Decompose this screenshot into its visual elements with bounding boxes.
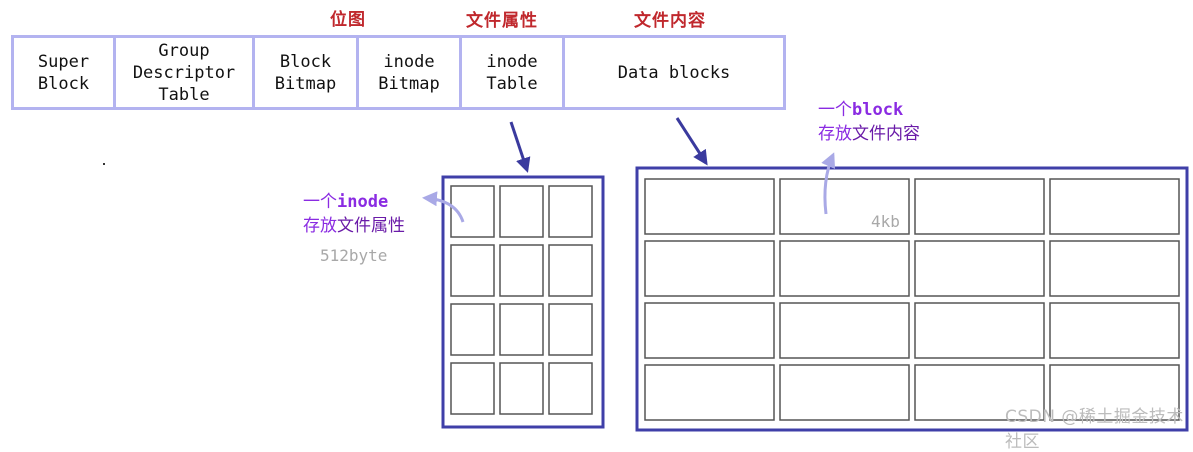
inode-cell (548, 362, 593, 415)
block-cells (644, 178, 1180, 421)
inode-cell (450, 244, 495, 297)
inode-cell (499, 303, 544, 356)
section-super-block: Super Block (14, 38, 116, 107)
block-cell (779, 240, 910, 297)
inode-note: 一个inode 存放文件属性 (303, 190, 405, 238)
block-cell (1049, 178, 1180, 235)
inode-cell (450, 303, 495, 356)
section-group-descriptor-table: Group Descriptor Table (116, 38, 255, 107)
block-cell (914, 178, 1045, 235)
block-cell (779, 302, 910, 359)
inode-cell (450, 362, 495, 415)
inode-cell (499, 362, 544, 415)
block-note-line2b: 文件内容 (852, 124, 920, 144)
curved-arrow-icon (821, 152, 836, 215)
inode-cell (499, 185, 544, 238)
block-note-keyword: block (852, 100, 904, 120)
block-cell (644, 240, 775, 297)
block-cell (779, 178, 910, 235)
block-cell (1049, 302, 1180, 359)
label-file-content: 文件内容 (634, 11, 706, 31)
block-note: 一个block 存放文件内容 (818, 98, 920, 146)
curved-arrow-icon (422, 191, 465, 223)
inode-note-keyword: inode (337, 192, 389, 212)
inode-size-note: 512byte (320, 246, 388, 265)
block-cell (1049, 364, 1180, 421)
inode-note-line2b: 文件属性 (337, 216, 405, 236)
section-block-bitmap: Block Bitmap (255, 38, 359, 107)
block-size-note: 4kb (871, 212, 900, 231)
inode-cell (499, 244, 544, 297)
section-inode-table: inode Table (462, 38, 565, 107)
inode-cell (548, 185, 593, 238)
label-file-attributes: 文件属性 (466, 11, 538, 31)
block-cell (644, 364, 775, 421)
block-cell (914, 302, 1045, 359)
inode-cells (450, 185, 593, 415)
block-cell (644, 178, 775, 235)
arrow-down-icon (675, 117, 708, 166)
inode-cell (548, 303, 593, 356)
block-cell (914, 364, 1045, 421)
label-bitmap: 位图 (330, 10, 366, 30)
arrow-down-icon (509, 121, 531, 173)
section-data-blocks: Data blocks (617, 62, 731, 83)
block-group-bar: Super Block Group Descriptor Table Block… (11, 35, 786, 110)
block-cell (644, 302, 775, 359)
block-cell (779, 364, 910, 421)
inode-cell (548, 244, 593, 297)
block-cell (914, 240, 1045, 297)
inode-note-line2a: 存放 (303, 216, 337, 236)
block-note-prefix: 一个 (818, 100, 852, 120)
section-inode-bitmap: inode Bitmap (359, 38, 462, 107)
stray-dot (103, 163, 105, 165)
block-cell (1049, 240, 1180, 297)
inode-note-prefix: 一个 (303, 192, 337, 212)
diagram-canvas (422, 117, 1189, 432)
watermark: CSDN @稀土掘金技术社区 (1005, 407, 1184, 452)
block-note-line2a: 存放 (818, 124, 852, 144)
